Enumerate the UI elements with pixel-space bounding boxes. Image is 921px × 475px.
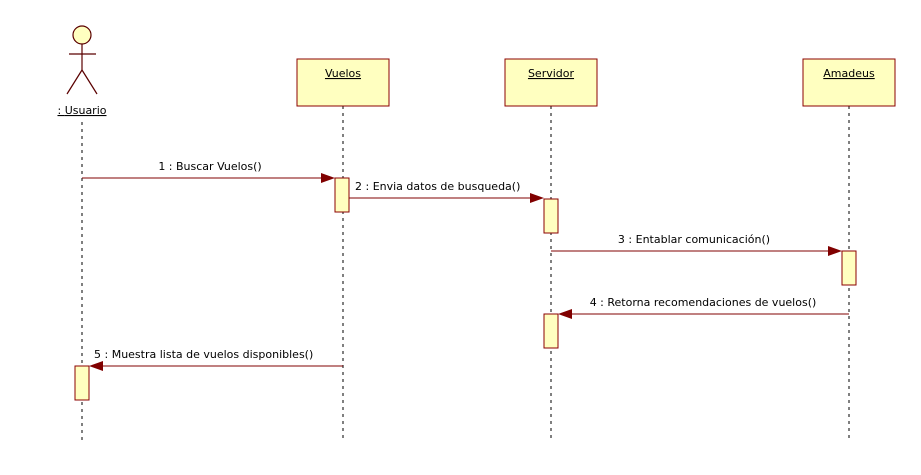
participant-amadeus[interactable]: Amadeus (802, 58, 896, 107)
activation-usuario (74, 365, 90, 401)
message-2[interactable]: 2 : Envia datos de busqueda() (349, 180, 544, 203)
arrow-left-icon (558, 309, 572, 319)
participant-box (802, 58, 896, 107)
participant-label: Servidor (528, 67, 575, 80)
participant-label: Amadeus (823, 67, 875, 80)
message-1[interactable]: 1 : Buscar Vuelos() (82, 160, 335, 183)
message-label: 2 : Envia datos de busqueda() (355, 180, 520, 193)
actor-leg-right (81, 69, 98, 95)
message-label: 1 : Buscar Vuelos() (158, 160, 261, 173)
actor-head-icon (72, 25, 92, 45)
activation-vuelos (334, 177, 350, 213)
participant-label: Vuelos (325, 67, 361, 80)
arrow-right-icon (828, 246, 842, 256)
actor-usuario[interactable]: : Usuario (57, 25, 107, 117)
message-label: 4 : Retorna recomendaciones de vuelos() (590, 296, 817, 309)
participant-servidor[interactable]: Servidor (504, 58, 598, 107)
actor-label: : Usuario (57, 104, 106, 117)
participant-vuelos[interactable]: Vuelos (296, 58, 390, 107)
message-3[interactable]: 3 : Entablar comunicación() (551, 233, 842, 256)
arrow-right-icon (530, 193, 544, 203)
participant-box (504, 58, 598, 107)
message-5[interactable]: 5 : Muestra lista de vuelos disponibles(… (89, 348, 343, 371)
arrow-right-icon (321, 173, 335, 183)
activation-servidor-2 (543, 313, 559, 349)
message-4[interactable]: 4 : Retorna recomendaciones de vuelos() (558, 296, 849, 319)
participant-box (296, 58, 390, 107)
message-label: 3 : Entablar comunicación() (618, 233, 770, 246)
actor-leg-left (66, 69, 83, 95)
activation-servidor-1 (543, 198, 559, 234)
arrow-left-icon (89, 361, 103, 371)
activation-amadeus (841, 250, 857, 286)
message-label: 5 : Muestra lista de vuelos disponibles(… (94, 348, 313, 361)
